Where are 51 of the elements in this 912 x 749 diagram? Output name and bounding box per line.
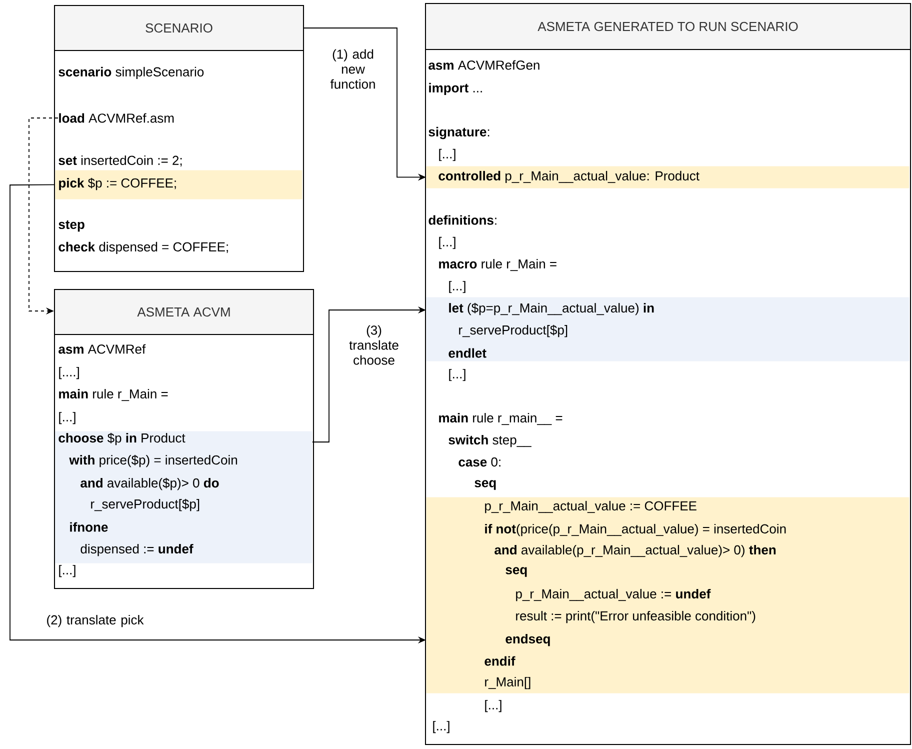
code-line: let ($p=p_r_Main__actual_value) in: [449, 302, 654, 316]
code-line: seq: [474, 480, 496, 490]
code-line: main rule r_main__ =: [439, 413, 562, 425]
panel-header: SCENARIO: [54, 5, 304, 51]
code-line: and available(p_r_Main__actual_value)> 0) then: [494, 544, 776, 558]
edge-label: (3) translate choose: [349, 325, 398, 365]
code-line: asm ACVMRef: [58, 344, 146, 354]
code-line: [...]: [59, 564, 76, 578]
code-line: set insertedCoin := 2;: [58, 155, 182, 167]
code-line: [...]: [433, 720, 450, 734]
code-line: if not(price(p_r_Main__actual_value) = insertedCoin: [485, 524, 786, 536]
panel-header: ASMETA GENERATED TO RUN SCENARIO: [425, 3, 912, 50]
code-line: definitions:: [428, 215, 496, 225]
code-line: case 0:: [458, 457, 500, 467]
code-line: step: [58, 220, 84, 232]
code-line: and available($p)> 0 do: [80, 478, 219, 490]
code-line: p_r_Main__actual_value := undef: [516, 588, 711, 602]
code-line: [...]: [485, 700, 502, 712]
code-line: asm ACVMRefGen: [428, 60, 540, 70]
code-line: r_serveProduct[$p]: [459, 324, 568, 338]
edge-label: (2) translate pick: [47, 614, 144, 628]
code-line: macro rule r_Main =: [439, 259, 556, 271]
code-line: load ACVMRef.asm: [59, 113, 174, 123]
code-line: switch step__: [448, 434, 532, 448]
code-line: scenario simpleScenario: [58, 66, 204, 80]
code-line: p_r_Main__actual_value := COFFEE: [485, 500, 696, 514]
edge-label: (1) add new function: [330, 49, 375, 89]
panel-header: ASMETA ACVM: [54, 289, 314, 335]
code-line: [...]: [449, 280, 466, 294]
code-line: endif: [484, 656, 516, 666]
code-line: [...]: [59, 412, 76, 424]
code-line: controlled p_r_Main__actual_value: Product: [438, 170, 700, 184]
code-line: import ...: [429, 82, 482, 96]
code-line: with price($p) = insertedCoin: [69, 454, 238, 468]
code-line: [...]: [439, 148, 456, 162]
code-line: [....]: [59, 366, 79, 380]
code-line: check dispensed = COFFEE;: [58, 242, 228, 254]
code-line: result := print("Error unfeasible condition"): [516, 610, 756, 624]
code-line: main rule r_Main =: [59, 389, 168, 401]
code-line: [...]: [449, 368, 466, 382]
code-line: dispensed := undef: [80, 544, 194, 556]
code-line: seq: [506, 567, 527, 577]
code-line: pick $p := COFFEE;: [59, 178, 176, 190]
code-line: r_serveProduct[$p]: [91, 498, 200, 512]
code-line: [...]: [439, 236, 456, 250]
code-line: r_Main[]: [485, 676, 530, 690]
code-line: endlet: [448, 348, 486, 358]
code-line: ifnone: [70, 522, 108, 532]
code-line: choose $p in Product: [58, 432, 186, 446]
code-line: signature:: [428, 126, 490, 140]
code-line: endseq: [506, 634, 550, 646]
